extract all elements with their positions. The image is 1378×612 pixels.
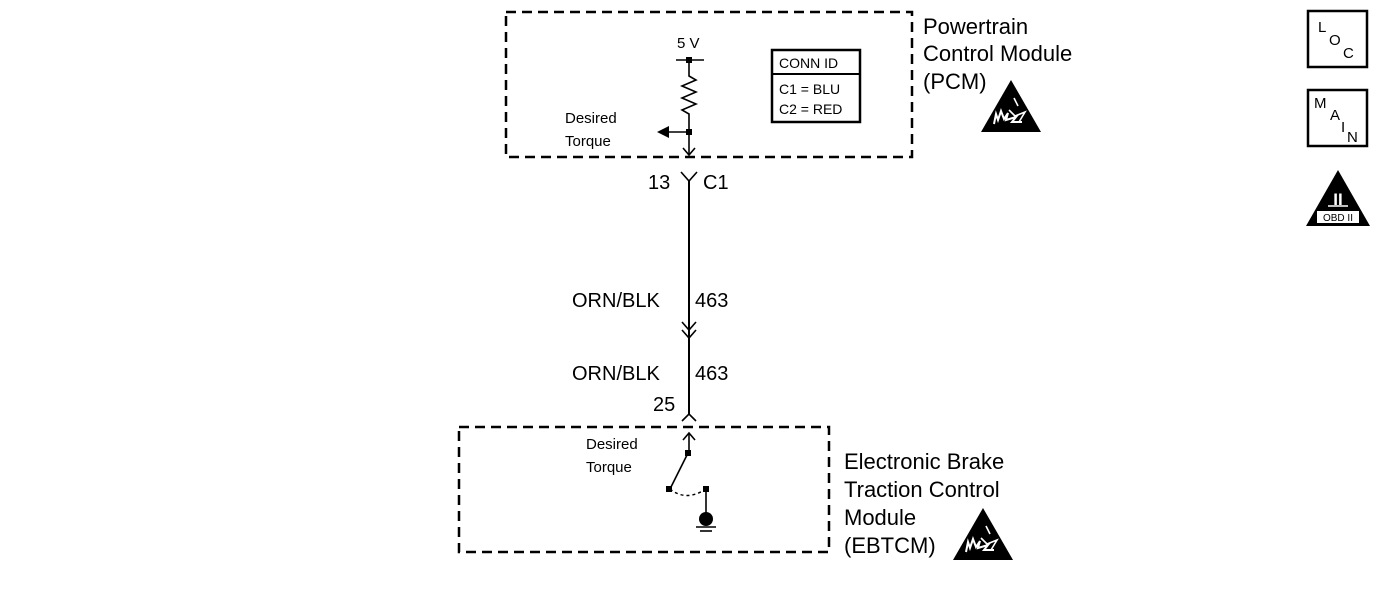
pcm-voltage-label: 5 V — [677, 35, 700, 52]
conn-id-row-2: C2 = RED — [779, 101, 842, 117]
pcm-pullup-resistor — [679, 60, 699, 132]
main-icon-m: M — [1314, 95, 1327, 112]
ebtcm-name-line-1: Electronic Brake — [844, 449, 1004, 474]
pcm-signal-down-arrow-icon — [682, 147, 696, 157]
ebtcm-terminal-icon — [681, 412, 697, 422]
main-icon-frame — [1306, 88, 1369, 148]
pcm-module: 5 V Desired Torque CONN ID C1 = BLU C2 =… — [504, 10, 1072, 159]
loc-icon-c: C — [1343, 45, 1354, 62]
circuit-463-wire: ORN/BLK 463 ORN/BLK 463 — [572, 181, 728, 414]
main-icon-i: I — [1341, 119, 1345, 136]
ebtcm-signal-arrow-icon — [682, 431, 696, 441]
loc-icon[interactable]: L O C — [1306, 9, 1369, 69]
obd-ii-label-bg — [1317, 211, 1359, 223]
ebtcm-module: 25 Desired Torque Electronic Brake Tract… — [457, 394, 1014, 561]
ebtcm-switch-link — [669, 488, 707, 497]
pcm-signal-arrow-icon — [657, 126, 669, 138]
ebtcm-name-line-2: Traction Control — [844, 477, 1000, 502]
ebtcm-signal-label-1: Desired — [586, 436, 638, 453]
obd-ii-icon[interactable]: II OBD II — [1306, 170, 1370, 226]
obd-ii-label: OBD II — [1323, 213, 1353, 224]
pcm-pin-number: 13 — [648, 172, 670, 194]
main-icon-n: N — [1347, 129, 1358, 146]
pcm-connector-label: C1 — [703, 172, 729, 194]
ebtcm-signal-label-2: Torque — [586, 459, 632, 476]
wire-upper-color: ORN/BLK — [572, 290, 660, 312]
ebtcm-ground-dot — [699, 512, 713, 526]
wire-lower-circuit: 463 — [695, 363, 728, 385]
loc-icon-frame — [1306, 9, 1369, 69]
pcm-signal-label-1: Desired — [565, 110, 617, 127]
pcm-name-line-2: Control Module — [923, 41, 1072, 66]
conn-id-title: CONN ID — [779, 55, 838, 71]
ebtcm-esd-sensitive-icon — [952, 507, 1014, 561]
pcm-name-line-3: (PCM) — [923, 69, 987, 94]
pcm-esd-sensitive-icon — [980, 79, 1042, 133]
ebtcm-name-line-4: (EBTCM) — [844, 533, 936, 558]
conn-id-box — [770, 48, 862, 124]
loc-icon-l: L — [1318, 19, 1326, 36]
ebtcm-name-line-3: Module — [844, 505, 916, 530]
wire-lower-color: ORN/BLK — [572, 363, 660, 385]
pcm-name-line-1: Powertrain — [923, 14, 1028, 39]
ebtcm-switch-pivot-node — [666, 486, 672, 492]
c1-terminal-icon — [680, 171, 698, 183]
main-icon-a: A — [1330, 107, 1340, 124]
inline-connector-male-icon — [681, 321, 697, 332]
loc-icon-o: O — [1329, 32, 1341, 49]
ebtcm-pin-number: 25 — [653, 394, 675, 416]
ebtcm-dashed-outline — [457, 425, 831, 554]
ebtcm-switch-blade — [669, 452, 689, 490]
wire-upper-circuit: 463 — [695, 290, 728, 312]
pcm-signal-label-2: Torque — [565, 133, 611, 150]
main-icon[interactable]: M A I N — [1306, 88, 1369, 148]
obd-ii-symbol: II — [1333, 190, 1342, 209]
conn-id-row-1: C1 = BLU — [779, 81, 840, 97]
pcm-connector-c1: 13 C1 — [648, 171, 729, 194]
pcm-dashed-outline — [504, 10, 914, 159]
